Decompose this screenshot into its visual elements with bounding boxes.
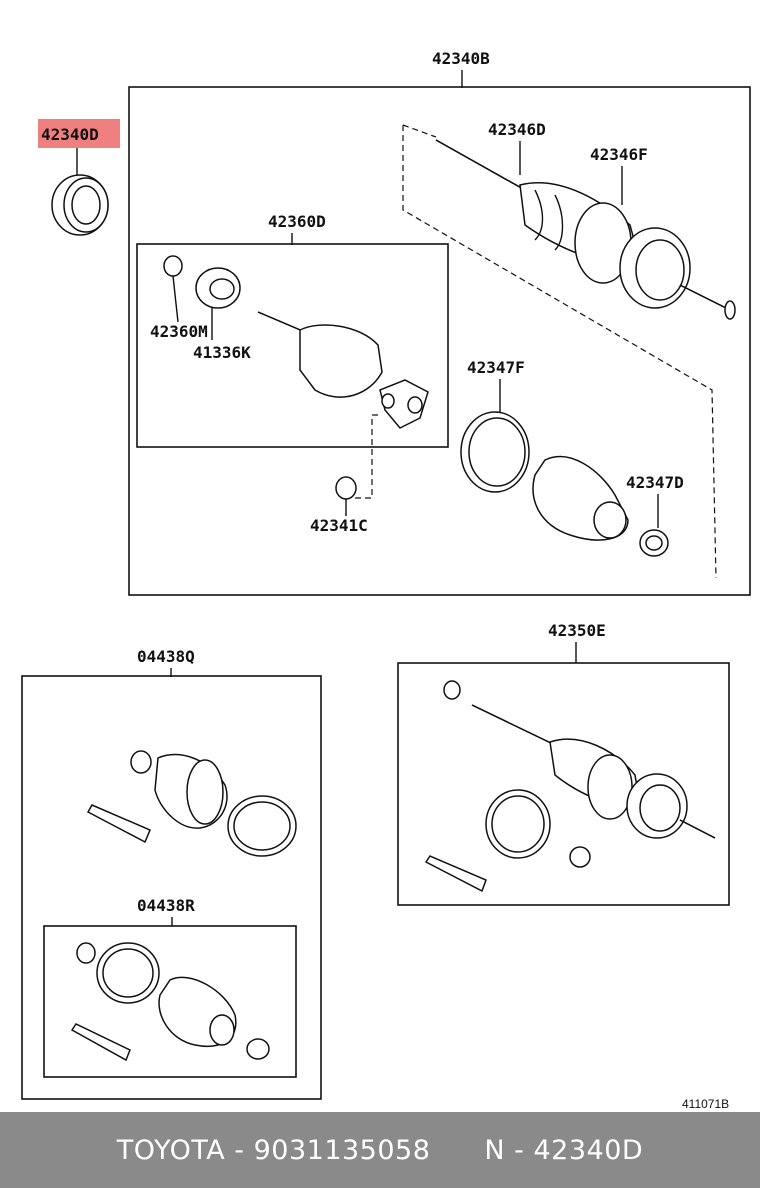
label-42340B[interactable]: 42340B [432,49,490,68]
parts-diagram: 42340D 42340B 42346D 42346F 42360D 42360… [21,49,751,1111]
label-42347F[interactable]: 42347F [467,358,525,377]
box-42360D [136,243,449,448]
clamp-42347F[interactable] [460,411,530,493]
footer-bar: TOYOTA - 9031135058 N - 42340D [0,1112,760,1188]
label-04438Q[interactable]: 04438Q [137,647,195,666]
label-41336K[interactable]: 41336K [193,343,251,362]
label-42360D[interactable]: 42360D [268,212,326,231]
box-04438R [43,925,297,1078]
box-04438Q [21,675,322,1100]
boot-inboard[interactable] [532,455,629,541]
bearing-42340D[interactable] [51,174,109,236]
boot-kit-04438R[interactable] [70,942,270,1062]
footer-brand-part: TOYOTA - 9031135058 [116,1134,431,1166]
inboard-joint[interactable] [257,311,429,429]
label-04438R[interactable]: 04438R [137,896,195,915]
label-42346D[interactable]: 42346D [488,120,546,139]
drawing-number: 411071B [682,1097,729,1111]
snap-ring-42341C[interactable] [335,476,357,500]
box-42340B [128,86,751,596]
seal-41336K[interactable] [195,267,241,309]
label-42350E[interactable]: 42350E [548,621,606,640]
label-42341C[interactable]: 42341C [310,516,368,535]
snap-ring-42360M[interactable] [163,255,183,277]
label-42340D[interactable]: 42340D [41,125,99,144]
shaft-assembly-42346[interactable] [435,139,736,320]
box-42350E [397,662,730,906]
clamp-42347D[interactable] [639,529,669,557]
label-42360M[interactable]: 42360M [150,322,208,341]
footer-ref: N - 42340D [484,1134,644,1166]
label-42347D[interactable]: 42347D [626,473,684,492]
highlight-42340D [38,119,120,148]
label-42346F[interactable]: 42346F [590,145,648,164]
shaft-assembly-42350E[interactable] [424,680,716,893]
boot-kit-04438Q[interactable] [86,750,297,857]
